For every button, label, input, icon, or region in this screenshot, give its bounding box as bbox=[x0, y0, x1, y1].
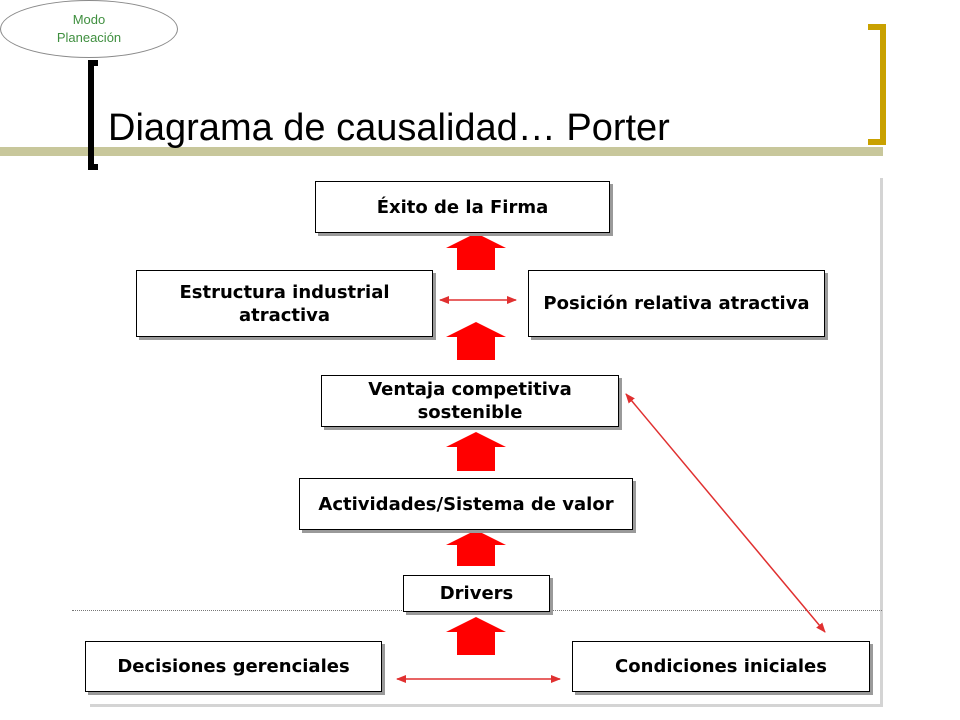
up-arrow-drivers bbox=[446, 617, 506, 655]
box-ventaja: Ventaja competitiva sostenible bbox=[321, 375, 619, 427]
box-posicion: Posición relativa atractiva bbox=[528, 270, 825, 337]
box-exito: Éxito de la Firma bbox=[315, 181, 610, 233]
box-decisiones: Decisiones gerenciales bbox=[85, 641, 382, 692]
diagram-frame-right bbox=[880, 178, 883, 706]
mode-badge-line2: Planeación bbox=[56, 30, 122, 45]
up-arrow-actividades bbox=[446, 530, 506, 566]
box-condiciones: Condiciones iniciales bbox=[572, 641, 870, 692]
mode-badge-line1: Modo bbox=[72, 12, 106, 27]
title-bracket-right bbox=[868, 24, 886, 145]
title-bracket-left bbox=[88, 60, 98, 170]
double-arrow-ventaja-condiciones bbox=[625, 393, 826, 633]
box-actividades: Actividades/Sistema de valor bbox=[299, 478, 633, 530]
up-arrow-estructura bbox=[446, 322, 506, 360]
box-estructura: Estructura industrial atractiva bbox=[136, 270, 433, 337]
mode-badge: Modo Planeación bbox=[0, 0, 178, 58]
slide-title: Diagrama de causalidad… Porter bbox=[108, 107, 670, 149]
title-rule bbox=[0, 147, 883, 156]
box-drivers: Drivers bbox=[403, 575, 550, 612]
up-arrow-exito bbox=[446, 233, 506, 270]
up-arrow-ventaja bbox=[446, 432, 506, 471]
diagram-frame-bottom bbox=[90, 704, 883, 707]
